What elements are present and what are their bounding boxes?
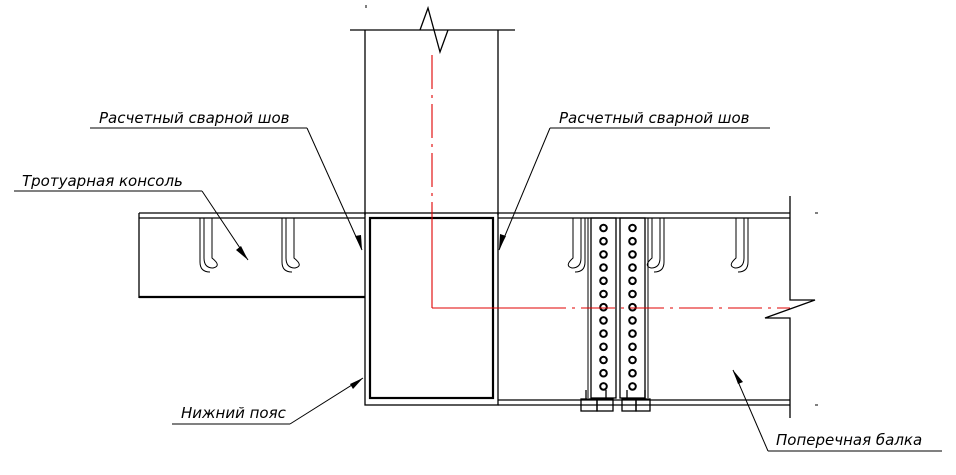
bolt-hole xyxy=(628,302,637,312)
label-weld-right: Расчетный сварной шов xyxy=(498,109,770,251)
bolt-hole xyxy=(599,382,608,391)
label-sidewalk-console: Тротуарная консоль xyxy=(14,172,249,261)
bolt-hole xyxy=(628,276,637,286)
bolt-hole xyxy=(628,250,637,259)
label-cross-beam-text: Поперечная балка xyxy=(776,431,922,449)
label-bottom-chord: Нижний пояс xyxy=(172,377,364,425)
bolt-hole xyxy=(628,289,637,299)
bolt-hole xyxy=(599,289,608,299)
bolt-hole xyxy=(599,355,608,365)
bolt-hole xyxy=(628,355,637,365)
bolt-hole xyxy=(599,302,608,312)
bolt-hole xyxy=(628,342,637,352)
label-weld-left-text: Расчетный сварной шов xyxy=(99,109,290,127)
label-sidewalk-console-text: Тротуарная консоль xyxy=(22,172,183,190)
sidewalk-console xyxy=(138,212,365,299)
label-bottom-chord-text: Нижний пояс xyxy=(181,404,287,422)
bolt-hole xyxy=(628,236,637,246)
bolt-hole xyxy=(628,368,637,378)
bolt-nuts xyxy=(580,390,651,412)
label-weld-left: Расчетный сварной шов xyxy=(90,109,363,251)
bolt-hole xyxy=(599,263,608,272)
label-weld-right-text: Расчетный сварной шов xyxy=(559,109,750,127)
bolt-hole xyxy=(599,236,608,246)
bolt-hole xyxy=(599,368,608,378)
bolt-hole xyxy=(628,382,637,391)
bolt-hole xyxy=(599,250,608,259)
bolt-hole xyxy=(628,223,637,233)
bolt-hole xyxy=(599,276,608,286)
bolt-hole xyxy=(628,329,637,338)
vertical-post xyxy=(350,5,515,215)
bolt-hole xyxy=(628,316,637,325)
cross-beam xyxy=(498,196,818,418)
label-cross-beam: Поперечная балка xyxy=(732,369,942,452)
bolt-hole xyxy=(599,316,608,325)
bolt-hole xyxy=(628,263,637,272)
bolt-hole xyxy=(599,223,608,233)
center-axes xyxy=(431,55,790,309)
bolt-hole xyxy=(599,329,608,338)
splice-plates xyxy=(580,217,651,412)
bolt-hole xyxy=(599,342,608,352)
bolt-group xyxy=(599,223,637,391)
